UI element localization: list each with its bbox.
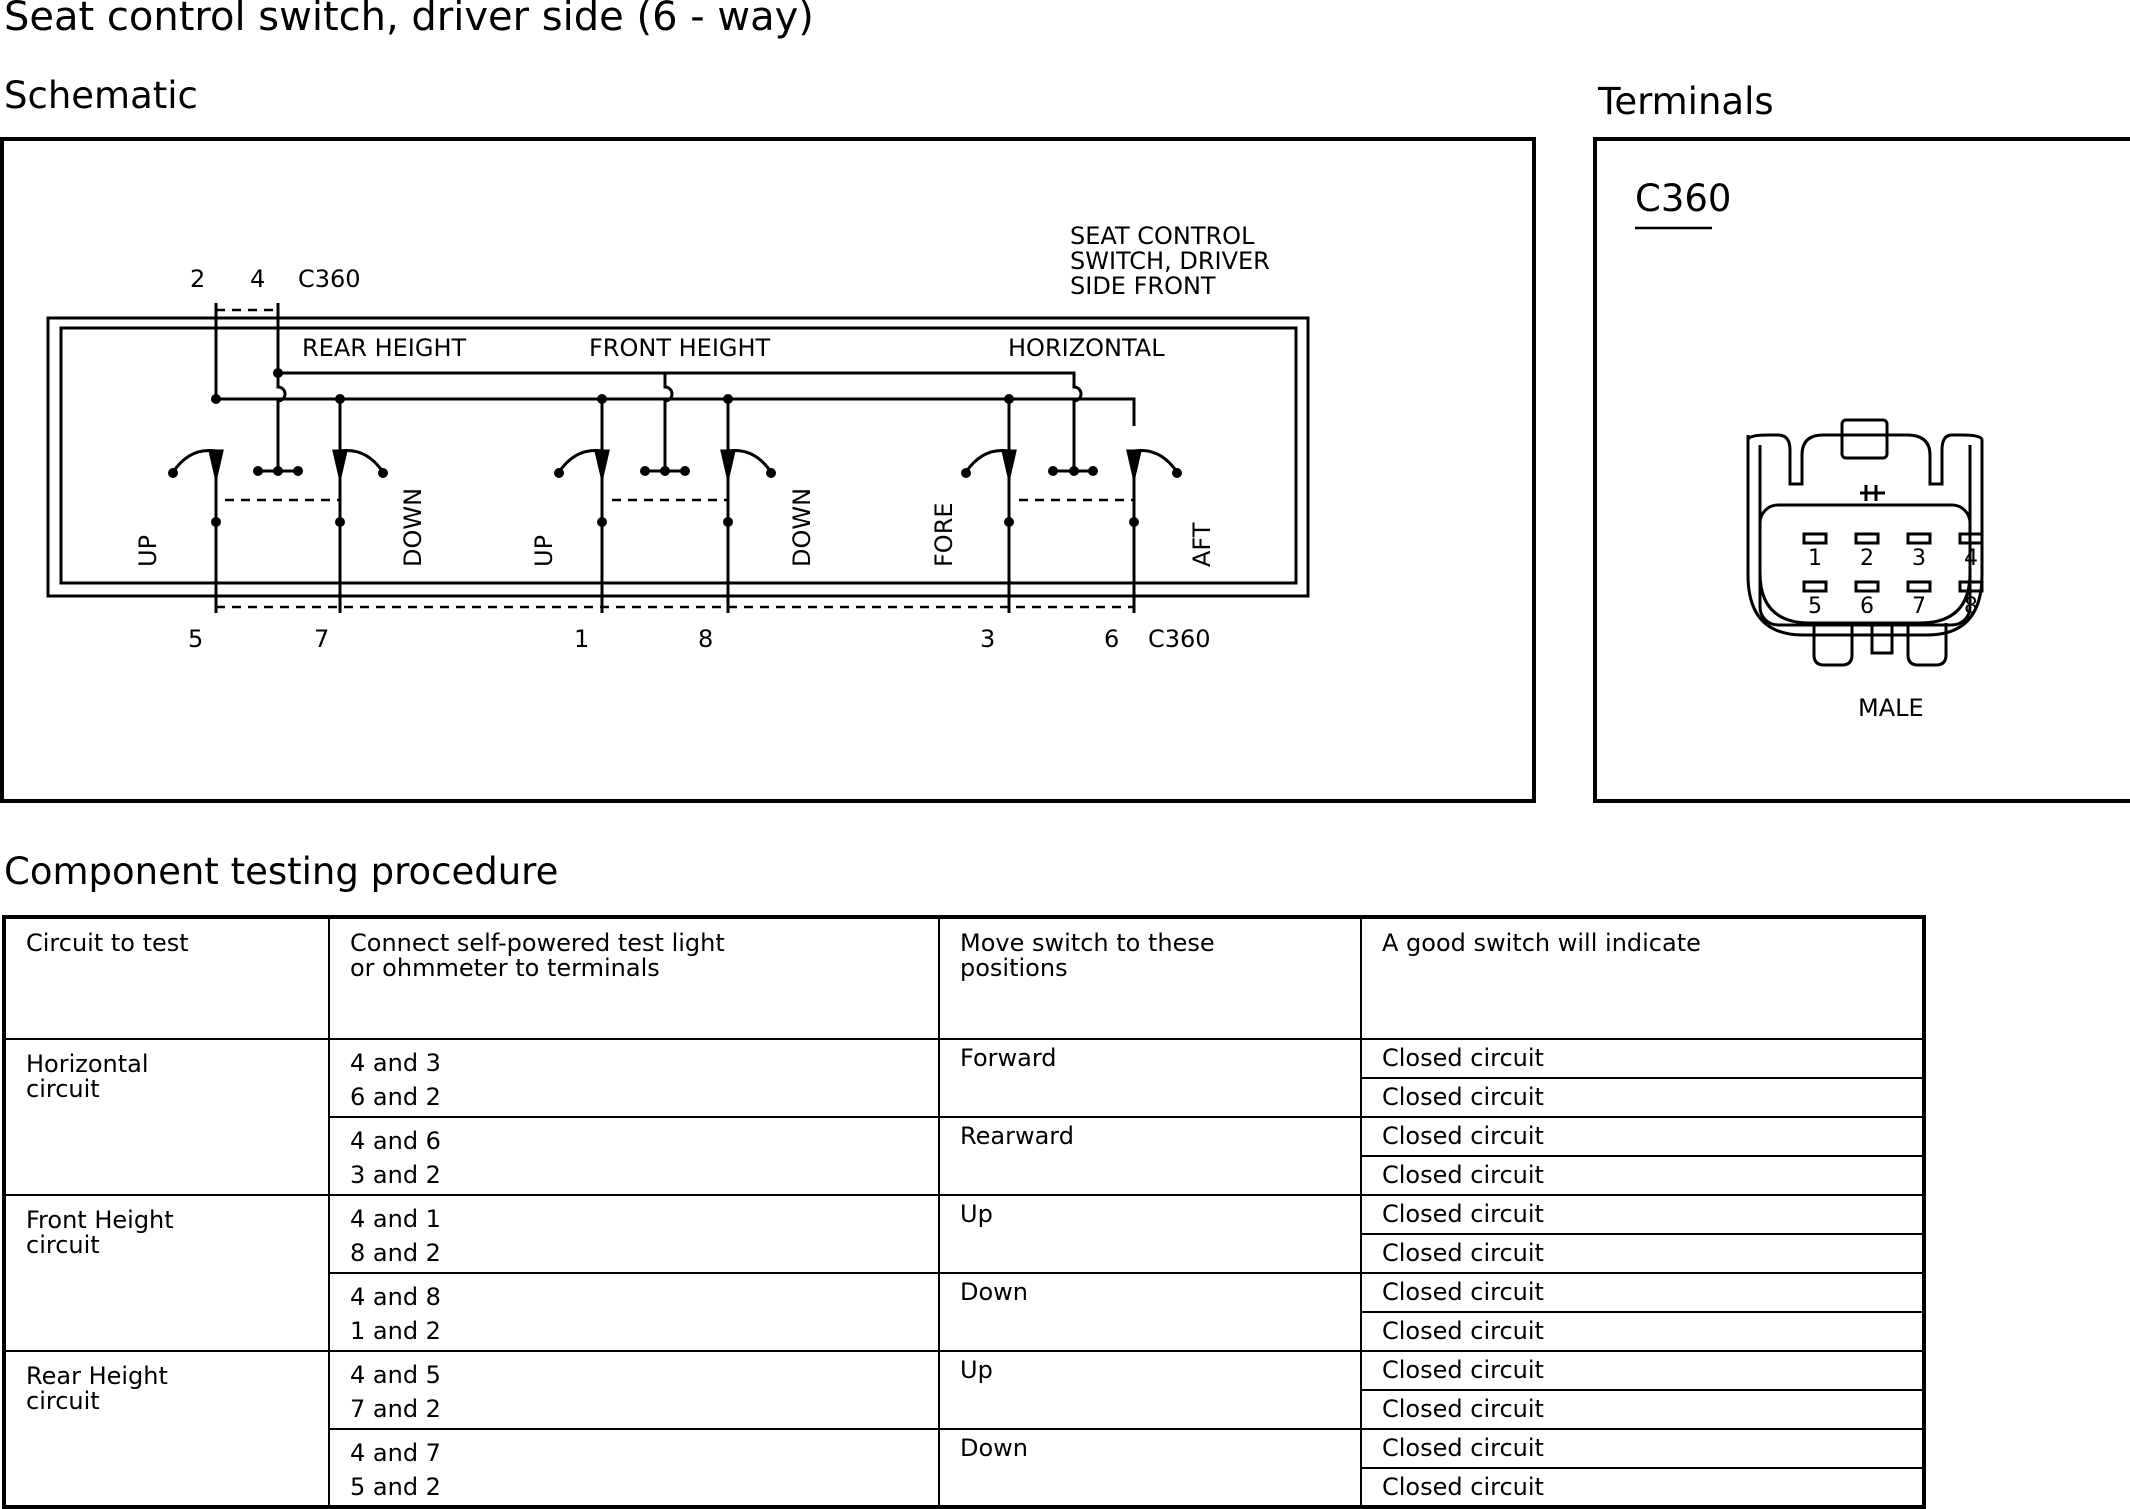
result-cell: Closed circuit	[1360, 1467, 1925, 1508]
terminal-pin-8: 8	[1964, 594, 1978, 619]
bottom-pin-5: 5	[188, 625, 203, 653]
result-cell: Closed circuit	[1360, 1389, 1925, 1430]
switch-label-line-1: SEAT CONTROL	[1070, 222, 1255, 250]
page-title: Seat control switch, driver side (6 - wa…	[4, 0, 814, 40]
horizontal-switch	[964, 448, 1179, 613]
terminal-pin-5: 5	[1808, 594, 1822, 619]
switch-body-inner	[59, 326, 1298, 585]
terminal-pin-3: 3	[1912, 546, 1926, 571]
pin-4-bus-wire	[276, 303, 1083, 471]
terminals-diagram: C360 MALE 1 2 3 4 5 6 7 8	[1593, 137, 2130, 803]
result-cell: Closed circuit	[1360, 1038, 1925, 1079]
table-row: Closed circuit	[4, 1155, 1925, 1196]
connector-bottom-label: C360	[1148, 625, 1211, 653]
junction-dots	[168, 368, 1182, 527]
table-row: Closed circuit	[4, 1233, 1925, 1274]
bottom-pin-7: 7	[314, 625, 329, 653]
mechanical-link	[216, 308, 1134, 609]
switch-label-line-3: SIDE FRONT	[1070, 272, 1216, 300]
result-cell: Closed circuit	[1360, 1194, 1925, 1235]
testing-heading: Component testing procedure	[4, 850, 559, 893]
terminal-pin-1: 1	[1808, 546, 1822, 571]
position-aft: AFT	[1188, 522, 1216, 567]
switch-position: Down	[938, 1428, 1362, 1508]
header-indication: A good switch will indicate	[1360, 916, 1925, 1040]
connector-gender: MALE	[1858, 694, 1924, 722]
terminals-frame	[1593, 137, 2130, 803]
schematic-heading: Schematic	[4, 74, 198, 117]
bottom-pin-8: 8	[698, 625, 713, 653]
top-pin-2: 2	[190, 265, 205, 293]
result-cell: Closed circuit	[1360, 1077, 1925, 1118]
table-row: Closed circuit	[4, 1389, 1925, 1430]
section-rear-height: REAR HEIGHT	[302, 334, 466, 362]
top-pin-4: 4	[250, 265, 265, 293]
pin-2-bus-wire	[214, 303, 1136, 453]
result-cell: Closed circuit	[1360, 1155, 1925, 1196]
position-fore: FORE	[930, 502, 958, 567]
result-cell: Closed circuit	[1360, 1428, 1925, 1469]
table-row: Closed circuit	[4, 1311, 1925, 1352]
position-up-rear: UP	[134, 535, 162, 567]
connector-id: C360	[1635, 177, 1731, 220]
table-row: Closed circuit	[4, 1077, 1925, 1118]
switch-position: Rearward	[938, 1116, 1362, 1196]
terminals-heading: Terminals	[1598, 80, 1774, 123]
terminal-pin-6: 6	[1860, 594, 1874, 619]
switch-label-line-2: SWITCH, DRIVER	[1070, 247, 1270, 275]
bottom-pin-3: 3	[980, 625, 995, 653]
schematic-diagram: SEAT CONTROL SWITCH, DRIVER SIDE FRONT 2…	[0, 137, 1536, 803]
connector-top-label: C360	[298, 265, 361, 293]
testing-table: Circuit to test Connect self-powered tes…	[2, 915, 1926, 1509]
position-down-rear: DOWN	[399, 488, 427, 567]
schematic-frame	[0, 137, 1536, 803]
position-up-front: UP	[530, 535, 558, 567]
switch-body-outer	[46, 316, 1310, 598]
bottom-pin-6: 6	[1104, 625, 1119, 653]
result-cell: Closed circuit	[1360, 1350, 1925, 1391]
switch-position: Up	[938, 1194, 1362, 1274]
section-front-height: FRONT HEIGHT	[589, 334, 771, 362]
terminal-pin-7: 7	[1912, 594, 1926, 619]
switch-position: Down	[938, 1272, 1362, 1352]
table-header-row: Circuit to test Connect self-powered tes…	[3, 916, 1925, 1040]
result-cell: Closed circuit	[1360, 1233, 1925, 1274]
table-row: Closed circuit	[4, 1467, 1925, 1508]
section-horizontal: HORIZONTAL	[1008, 334, 1165, 362]
terminal-pin-4: 4	[1964, 546, 1978, 571]
result-cell: Closed circuit	[1360, 1272, 1925, 1313]
result-cell: Closed circuit	[1360, 1116, 1925, 1157]
terminal-pin-2: 2	[1860, 546, 1874, 571]
position-down-front: DOWN	[788, 488, 816, 567]
switch-position: Up	[938, 1350, 1362, 1430]
result-cell: Closed circuit	[1360, 1311, 1925, 1352]
c360-connector-face	[1746, 418, 1984, 667]
bottom-pin-1: 1	[574, 625, 589, 653]
header-circuit: Circuit to test	[3, 916, 330, 1040]
switch-position: Forward	[938, 1038, 1362, 1118]
